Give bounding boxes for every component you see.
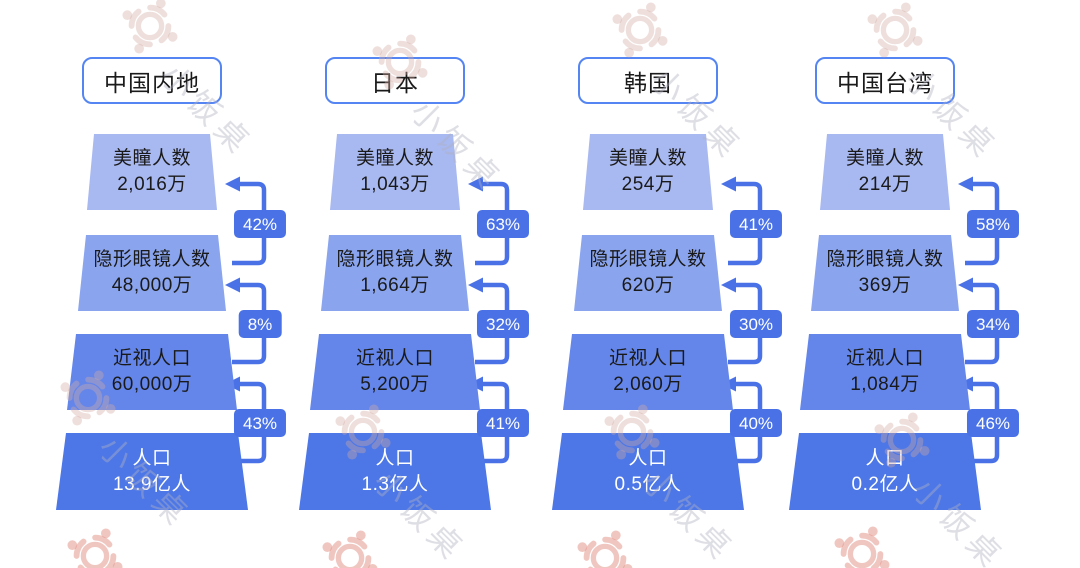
conversion-rate-badge: 41% — [476, 409, 530, 437]
conversion-rate-badge: 43% — [233, 409, 287, 437]
tier-population: 人口 1.3亿人 — [299, 433, 491, 510]
region-title: 中国台湾 — [837, 69, 933, 96]
tier-contact-lens: 隐形眼镜人数 1,664万 — [321, 235, 469, 311]
tier-label: 人口 — [132, 447, 172, 469]
tier-value: 620万 — [621, 275, 675, 296]
tier-beauty-lens: 美瞳人数 1,043万 — [330, 134, 460, 210]
tier-label: 人口 — [865, 447, 905, 469]
tier-label: 人口 — [375, 447, 415, 469]
tier-beauty-lens: 美瞳人数 2,016万 — [87, 134, 217, 210]
tier-myopia: 近视人口 2,060万 — [563, 334, 733, 410]
tier-label: 隐形眼镜人数 — [336, 249, 454, 270]
conversion-rate-badge: 8% — [238, 310, 282, 338]
tier-value: 13.9亿人 — [113, 473, 191, 495]
tier-label: 近视人口 — [845, 348, 924, 369]
tier-value: 5,200万 — [360, 374, 430, 395]
tier-label: 美瞳人数 — [112, 148, 191, 169]
tier-label: 隐形眼镜人数 — [826, 249, 944, 270]
tier-beauty-lens: 美瞳人数 214万 — [820, 134, 950, 210]
tier-contact-lens: 隐形眼镜人数 620万 — [574, 235, 722, 311]
tier-contact-lens: 隐形眼镜人数 369万 — [811, 235, 959, 311]
tier-population: 人口 0.5亿人 — [552, 433, 744, 510]
conversion-rate-badge: 30% — [729, 310, 783, 338]
tier-label: 人口 — [628, 447, 668, 469]
tier-value: 48,000万 — [111, 275, 193, 296]
tier-value: 369万 — [858, 275, 912, 296]
tier-label: 近视人口 — [608, 348, 687, 369]
conversion-rate-badge: 58% — [966, 210, 1020, 238]
tier-myopia: 近视人口 60,000万 — [67, 334, 237, 410]
funnel-column-taiwan-china: 中国台湾 美瞳人数 214万 隐形眼镜人数 369万 近视人口 1,084万 人… — [760, 0, 1020, 568]
funnel-column-mainland-china: 中国内地 美瞳人数 2,016万 隐形眼镜人数 48,000万 近视人口 60,… — [27, 0, 287, 568]
region-title: 韩国 — [624, 69, 672, 96]
conversion-rate-badge: 34% — [966, 310, 1020, 338]
tier-value: 1.3亿人 — [361, 473, 429, 495]
region-title-box: 中国台湾 — [815, 57, 955, 104]
tier-value: 1,664万 — [360, 275, 430, 296]
funnel-column-japan: 日本 美瞳人数 1,043万 隐形眼镜人数 1,664万 近视人口 5,200万… — [270, 0, 530, 568]
tier-contact-lens: 隐形眼镜人数 48,000万 — [78, 235, 226, 311]
conversion-rate-badge: 46% — [966, 409, 1020, 437]
tier-value: 0.2亿人 — [851, 473, 919, 495]
tier-label: 近视人口 — [112, 348, 191, 369]
region-title-box: 中国内地 — [82, 57, 222, 104]
tier-value: 2,060万 — [613, 374, 683, 395]
tier-label: 近视人口 — [355, 348, 434, 369]
region-title-box: 韩国 — [578, 57, 718, 104]
tier-label: 美瞳人数 — [355, 148, 434, 169]
tier-label: 隐形眼镜人数 — [589, 249, 707, 270]
tier-value: 1,043万 — [360, 174, 430, 195]
tier-label: 美瞳人数 — [608, 148, 687, 169]
tier-value: 1,084万 — [850, 374, 920, 395]
tier-value: 2,016万 — [117, 174, 187, 195]
region-title: 中国内地 — [104, 69, 200, 96]
conversion-rate-badge: 41% — [729, 210, 783, 238]
tier-population: 人口 13.9亿人 — [56, 433, 248, 510]
conversion-rate-badge: 32% — [476, 310, 530, 338]
conversion-rate-badge: 40% — [729, 409, 783, 437]
tier-label: 隐形眼镜人数 — [93, 249, 211, 270]
tier-myopia: 近视人口 1,084万 — [800, 334, 970, 410]
tier-label: 美瞳人数 — [845, 148, 924, 169]
tier-myopia: 近视人口 5,200万 — [310, 334, 480, 410]
conversion-rate-badge: 63% — [476, 210, 530, 238]
region-title-box: 日本 — [325, 57, 465, 104]
funnel-column-south-korea: 韩国 美瞳人数 254万 隐形眼镜人数 620万 近视人口 2,060万 人口 … — [523, 0, 783, 568]
tier-value: 214万 — [858, 174, 912, 195]
tier-value: 60,000万 — [111, 374, 193, 395]
tier-value: 0.5亿人 — [614, 473, 682, 495]
tier-value: 254万 — [621, 174, 675, 195]
region-title: 日本 — [371, 69, 419, 96]
tier-beauty-lens: 美瞳人数 254万 — [583, 134, 713, 210]
tier-population: 人口 0.2亿人 — [789, 433, 981, 510]
conversion-rate-badge: 42% — [233, 210, 287, 238]
